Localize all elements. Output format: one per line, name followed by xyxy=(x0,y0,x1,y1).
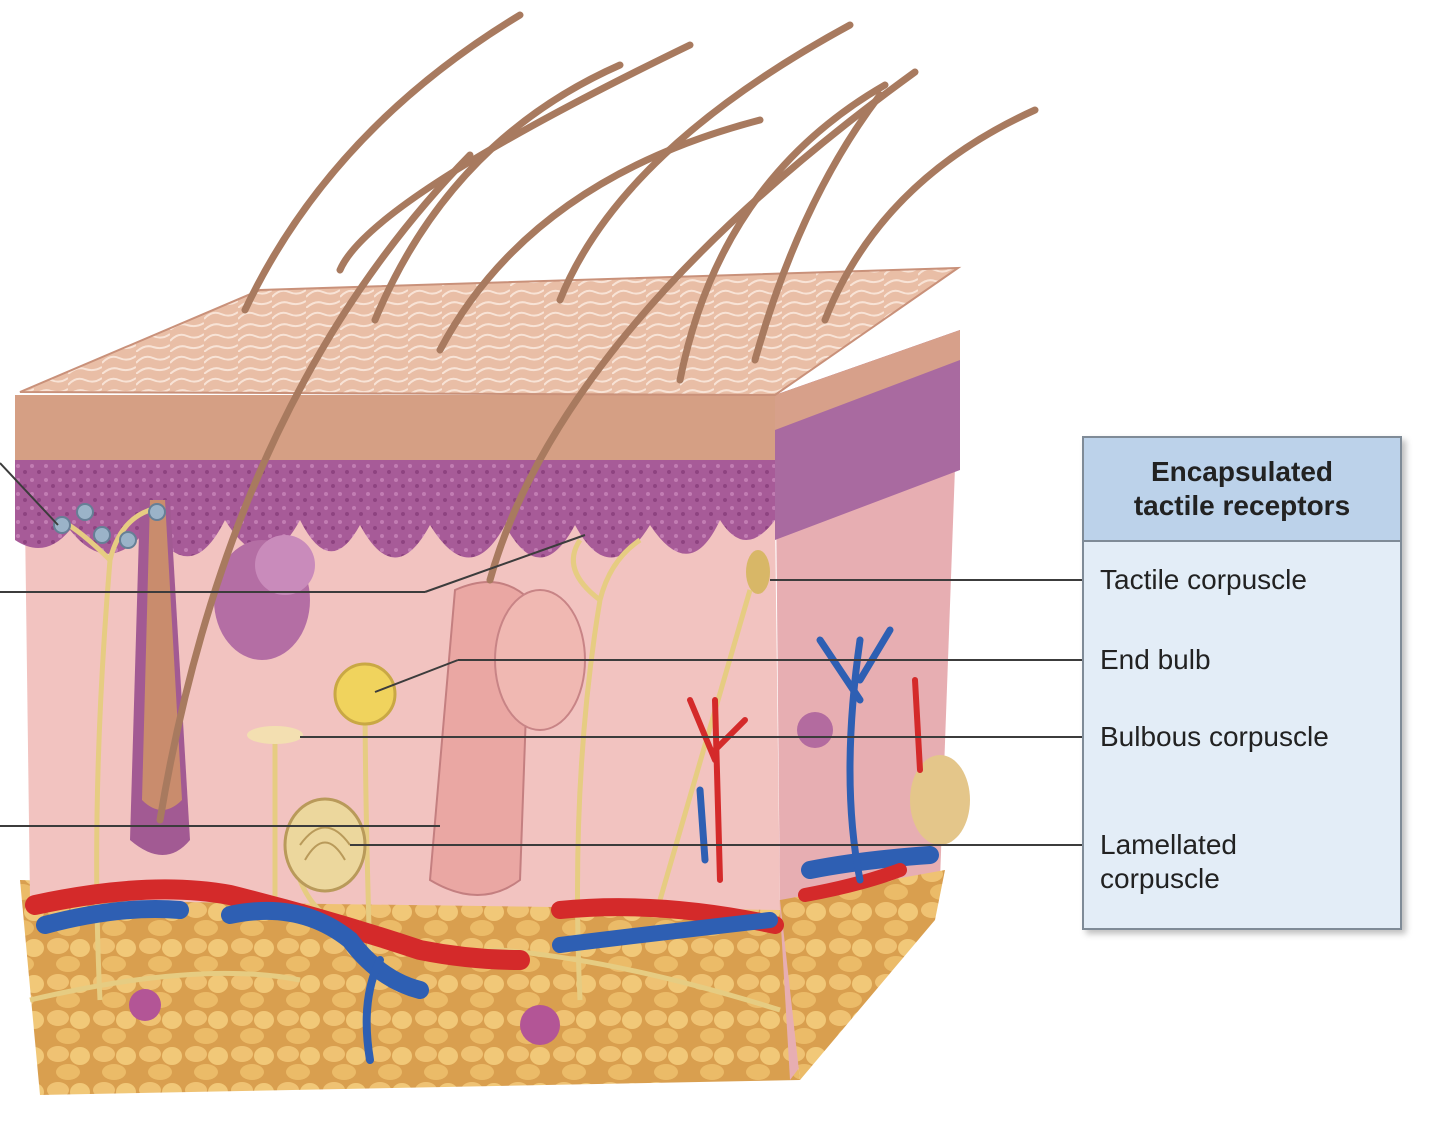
basal-layer xyxy=(15,460,775,558)
leader-lines xyxy=(0,462,1095,846)
lamellated-corpuscle-label: Lamellated corpuscle xyxy=(1100,829,1237,894)
tactile-discs xyxy=(53,503,166,549)
bulbous-corpuscle-label: Bulbous corpuscle xyxy=(1100,721,1329,752)
skin-surface xyxy=(19,266,962,397)
legend-header: Encapsulated tactile receptors xyxy=(1084,438,1400,542)
hairs xyxy=(156,11,1039,824)
legend-panel: Encapsulated tactile receptors xyxy=(1082,436,1402,930)
legend-title: Encapsulated tactile receptors xyxy=(1133,456,1351,521)
end-bulb-label: End bulb xyxy=(1100,644,1211,675)
epidermis-front xyxy=(15,395,775,470)
bulbous-corpuscle xyxy=(247,726,303,744)
dermis-front xyxy=(25,520,780,910)
end-bulb xyxy=(333,662,397,726)
blood-vessels xyxy=(25,626,939,1064)
tactile-corpuscle-label: Tactile corpuscle xyxy=(1100,564,1307,595)
tactile-corpuscle xyxy=(746,550,770,594)
